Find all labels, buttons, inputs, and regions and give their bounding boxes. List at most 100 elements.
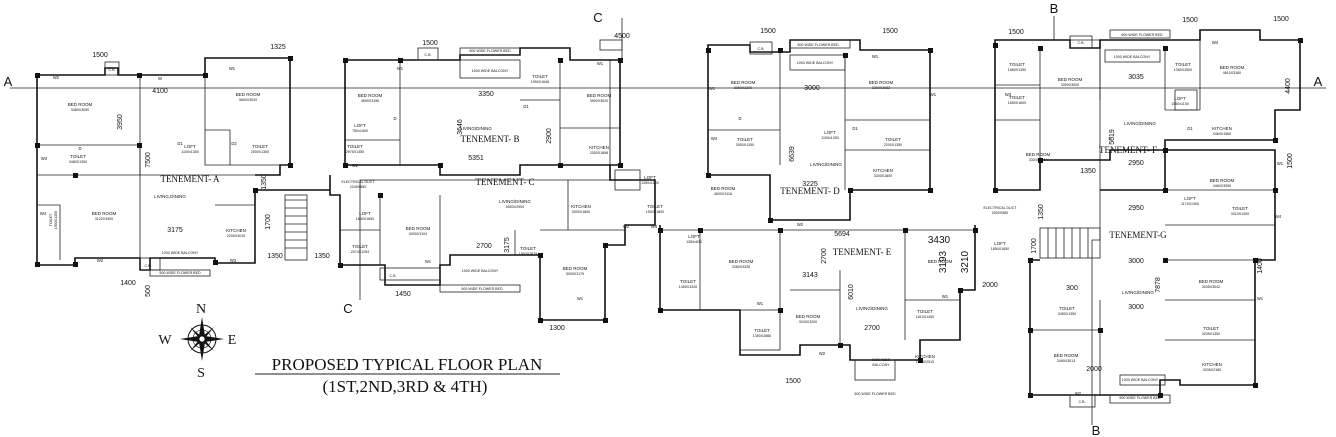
svg-text:3480X3050: 3480X3050 <box>71 108 89 112</box>
svg-text:BED ROOM: BED ROOM <box>1199 279 1224 284</box>
svg-text:BED ROOM: BED ROOM <box>1220 65 1245 70</box>
tenement-e-outline <box>659 225 976 381</box>
svg-text:ELECTRICAL DUCT: ELECTRICAL DUCT <box>983 206 1017 210</box>
svg-text:2000: 2000 <box>1086 366 1102 373</box>
svg-text:C.B.: C.B. <box>145 264 152 268</box>
svg-text:3900X3020: 3900X3020 <box>590 99 608 103</box>
svg-text:KITCHEN: KITCHEN <box>1212 126 1232 131</box>
svg-text:2000X550: 2000X550 <box>992 211 1008 215</box>
tenement-d-outline <box>707 39 931 221</box>
svg-text:3035: 3035 <box>1128 74 1144 81</box>
svg-text:1650X1600: 1650X1600 <box>1008 101 1026 105</box>
svg-text:D1: D1 <box>177 141 183 146</box>
svg-text:TOILET: TOILET <box>70 154 86 159</box>
svg-text:W1: W1 <box>757 301 764 306</box>
tenement-c-outline <box>329 165 656 321</box>
svg-text:W4: W4 <box>1212 40 1219 45</box>
drawing-subtitle: (1ST,2ND,3RD & 4TH) <box>323 377 488 396</box>
svg-text:1500: 1500 <box>1273 16 1289 23</box>
svg-text:2500X1350: 2500X1350 <box>251 150 269 154</box>
svg-text:W1: W1 <box>425 259 432 264</box>
svg-text:3050X1350: 3050X1350 <box>736 143 754 147</box>
svg-text:1550x1100: 1550x1100 <box>1171 102 1189 106</box>
svg-text:1500: 1500 <box>1287 153 1294 169</box>
svg-text:2950: 2950 <box>1128 160 1144 167</box>
svg-text:BALCONY: BALCONY <box>872 363 890 367</box>
svg-text:1500: 1500 <box>1182 17 1198 24</box>
svg-text:D2: D2 <box>231 141 237 146</box>
dimensions: 1500 1325 4100 3950 7500 1350 1700 3175 … <box>92 16 1294 385</box>
compass-north: N <box>196 302 206 317</box>
section-a-right: A <box>1314 74 1323 89</box>
svg-text:TOILET: TOILET <box>49 213 53 226</box>
svg-text:TOILET: TOILET <box>917 309 933 314</box>
svg-text:1350x1000: 1350x1000 <box>641 181 659 185</box>
svg-text:1500: 1500 <box>422 40 438 47</box>
svg-text:4590X3196: 4590X3196 <box>361 99 379 103</box>
svg-text:3450X1350: 3450X1350 <box>1058 312 1076 316</box>
svg-text:2975X1350: 2975X1350 <box>346 150 364 154</box>
svg-text:3210: 3210 <box>960 250 971 273</box>
svg-text:BED ROOM: BED ROOM <box>236 92 261 97</box>
svg-text:W: W <box>158 76 162 81</box>
svg-text:KITCHEN: KITCHEN <box>226 228 246 233</box>
svg-text:1350x830: 1350x830 <box>686 240 702 244</box>
section-c-bottom: C <box>343 301 352 316</box>
svg-text:D1: D1 <box>523 104 529 109</box>
svg-text:TOILET: TOILET <box>737 137 753 142</box>
svg-text:5694: 5694 <box>834 231 850 238</box>
svg-text:W1: W1 <box>930 92 937 97</box>
svg-text:4400: 4400 <box>1285 78 1292 94</box>
svg-text:2200X1350: 2200X1350 <box>884 143 902 147</box>
svg-text:1500: 1500 <box>92 52 108 59</box>
svg-text:3035X2180: 3035X2180 <box>1203 368 1221 372</box>
svg-text:LOFT: LOFT <box>688 234 700 239</box>
svg-text:BED ROOM: BED ROOM <box>796 314 821 319</box>
svg-text:TOILET: TOILET <box>647 204 663 209</box>
svg-text:3646: 3646 <box>457 119 464 135</box>
svg-text:KITCHEN: KITCHEN <box>571 204 591 209</box>
svg-text:1350X2866: 1350X2866 <box>753 334 771 338</box>
svg-text:2240X550: 2240X550 <box>350 185 366 189</box>
svg-text:1350X2500: 1350X2500 <box>1174 68 1192 72</box>
svg-text:1950X1646: 1950X1646 <box>531 80 549 84</box>
svg-text:W1: W1 <box>229 66 236 71</box>
svg-text:1100x1350: 1100x1350 <box>821 136 839 140</box>
svg-text:BED ROOM: BED ROOM <box>711 186 736 191</box>
svg-text:W3: W3 <box>1005 92 1012 97</box>
svg-text:W1: W1 <box>942 294 949 299</box>
svg-text:1650X1650: 1650X1650 <box>991 247 1009 251</box>
svg-text:W2: W2 <box>797 222 804 227</box>
tenement-c-label: TENEMENT- C <box>476 177 535 187</box>
tenement-a-label: TENEMENT- A <box>161 174 220 184</box>
svg-text:1174X1300: 1174X1300 <box>1181 202 1199 206</box>
svg-text:W2: W2 <box>352 163 359 168</box>
svg-text:1500: 1500 <box>1008 29 1024 36</box>
svg-text:BED ROOM: BED ROOM <box>731 80 756 85</box>
columns <box>35 38 1303 398</box>
svg-text:3000X1800: 3000X1800 <box>572 210 590 214</box>
svg-text:3225: 3225 <box>802 181 818 188</box>
svg-text:W4: W4 <box>41 156 48 161</box>
svg-text:1000 WIDE: 1000 WIDE <box>872 358 891 362</box>
svg-text:1500: 1500 <box>760 28 776 35</box>
svg-text:2300X1898: 2300X1898 <box>590 151 608 155</box>
svg-text:3000X3104: 3000X3104 <box>409 232 427 236</box>
svg-text:3600X3020: 3600X3020 <box>239 98 257 102</box>
svg-text:1810X1450: 1810X1450 <box>916 315 934 319</box>
svg-text:BED ROOM: BED ROOM <box>1058 77 1083 82</box>
svg-text:W1: W1 <box>597 61 604 66</box>
svg-text:D: D <box>1108 136 1111 141</box>
svg-text:1700: 1700 <box>265 214 272 230</box>
svg-text:C.B.: C.B. <box>425 53 432 57</box>
section-b-top: B <box>1050 1 1059 16</box>
svg-text:1350: 1350 <box>1038 204 1045 220</box>
svg-text:500 WIDE FLOWER BED: 500 WIDE FLOWER BED <box>1119 396 1161 400</box>
svg-text:W4: W4 <box>1275 214 1282 219</box>
svg-text:1000 WIDE BALCONY: 1000 WIDE BALCONY <box>162 251 199 255</box>
svg-text:750x1800: 750x1800 <box>352 129 368 133</box>
svg-text:LIVING/DINING: LIVING/DINING <box>1124 121 1156 126</box>
svg-text:7878: 7878 <box>1155 277 1162 293</box>
svg-text:1900X1350: 1900X1350 <box>54 211 58 229</box>
